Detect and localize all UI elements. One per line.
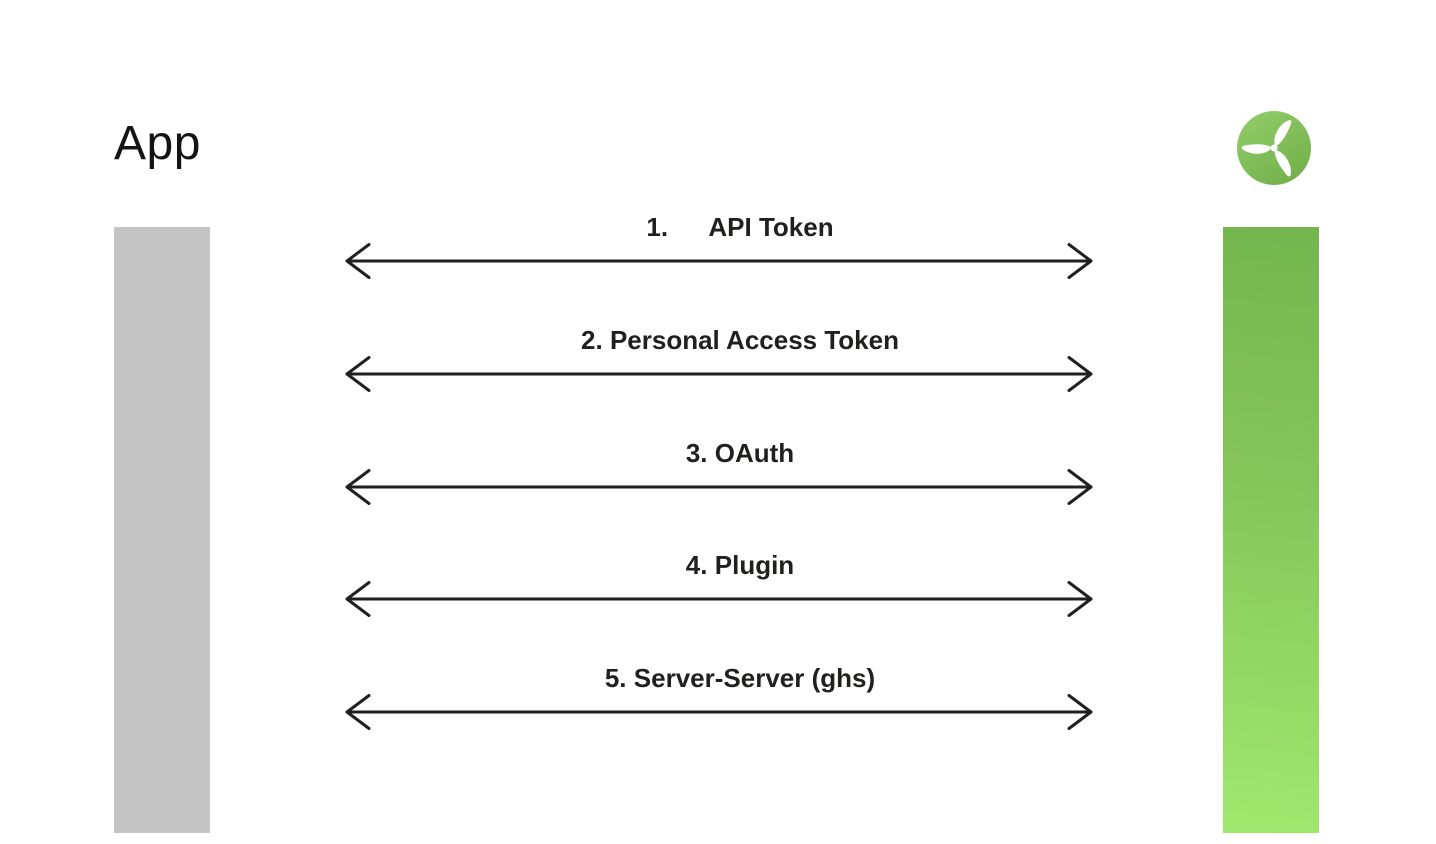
turbine-logo-icon — [1237, 111, 1311, 185]
connection-number: 2. — [581, 325, 603, 355]
connection-text: Plugin — [714, 550, 795, 580]
double-arrow-icon — [345, 469, 1093, 505]
connection-label: 3.OAuth — [365, 437, 1115, 469]
connection-row-personal-access-token: 2.Personal Access Token — [344, 324, 1094, 410]
connection-row-oauth: 3.OAuth — [344, 437, 1094, 523]
connection-label: 2.Personal Access Token — [365, 324, 1115, 356]
connection-label: 5.Server-Server (ghs) — [365, 662, 1115, 694]
connection-row-api-token: 1. API Token — [344, 211, 1094, 297]
connection-row-server-server: 5.Server-Server (ghs) — [344, 662, 1094, 748]
double-arrow-icon — [345, 581, 1093, 617]
connection-text: Personal Access Token — [609, 325, 899, 355]
connection-text: API Token — [708, 212, 834, 242]
connection-label: 4.Plugin — [365, 549, 1115, 581]
connection-row-plugin: 4.Plugin — [344, 549, 1094, 635]
service-bar — [1223, 227, 1319, 833]
connection-number: 5. — [604, 663, 627, 693]
connection-number: 1. — [646, 212, 669, 242]
connection-number: 4. — [685, 550, 708, 580]
page-title: App — [114, 117, 201, 170]
double-arrow-icon — [345, 356, 1093, 392]
double-arrow-icon — [345, 694, 1093, 730]
connection-number: 3. — [685, 438, 708, 468]
double-arrow-icon — [345, 243, 1093, 279]
connection-label: 1. API Token — [365, 211, 1115, 243]
connection-text: OAuth — [714, 438, 795, 468]
app-bar — [114, 227, 210, 833]
connection-text: Server-Server (ghs) — [633, 663, 876, 693]
